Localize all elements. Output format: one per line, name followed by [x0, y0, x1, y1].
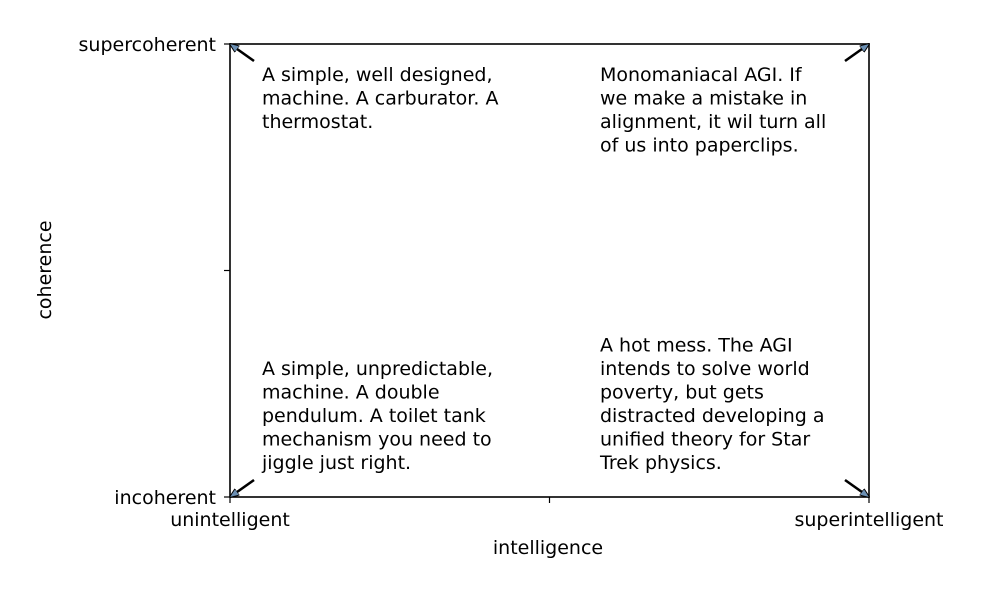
arrow-bottom-right — [844, 478, 869, 497]
arrow-bottom-left — [230, 478, 255, 497]
x-axis-label: intelligence — [493, 537, 603, 559]
annotation-line: unified theory for Star — [600, 429, 810, 451]
annotation-line: mechanism you need to — [262, 429, 492, 451]
arrow-top-left — [230, 44, 255, 63]
annotation-bottom-left: A simple, unpredictable,machine. A doubl… — [261, 358, 493, 474]
annotation-line: alignment, it wil turn all — [600, 111, 826, 133]
annotation-line: machine. A carburator. A — [262, 88, 498, 110]
y-axis-label: coherence — [34, 220, 56, 319]
annotation-line: of us into paperclips. — [600, 135, 799, 157]
annotation-line: A hot mess. The AGI — [600, 335, 793, 357]
annotation-line: Monomaniacal AGI. If — [600, 64, 803, 86]
y-tick-label-2: supercoherent — [79, 34, 216, 56]
y-tick-label-0: incoherent — [114, 487, 216, 509]
annotation-line: A simple, well designed, — [262, 64, 492, 86]
x-tick-label-2: superintelligent — [794, 509, 943, 531]
annotation-line: machine. A double — [262, 382, 440, 404]
annotation-line: we make a mistake in — [600, 88, 807, 110]
annotation-line: poverty, but gets — [600, 382, 764, 404]
annotation-line: pendulum. A toilet tank — [262, 405, 486, 427]
annotation-top-left: A simple, well designed,machine. A carbu… — [262, 64, 498, 133]
annotation-line: Trek physics. — [599, 452, 722, 474]
annotation-line: intends to solve world — [600, 358, 810, 380]
arrow-top-right — [844, 44, 869, 63]
annotation-line: A simple, unpredictable, — [262, 358, 493, 380]
annotation-line: thermostat. — [262, 111, 373, 133]
x-tick-label-0: unintelligent — [170, 509, 290, 531]
annotation-line: distracted developing a — [600, 405, 825, 427]
annotation-line: jiggle just right. — [261, 452, 411, 474]
